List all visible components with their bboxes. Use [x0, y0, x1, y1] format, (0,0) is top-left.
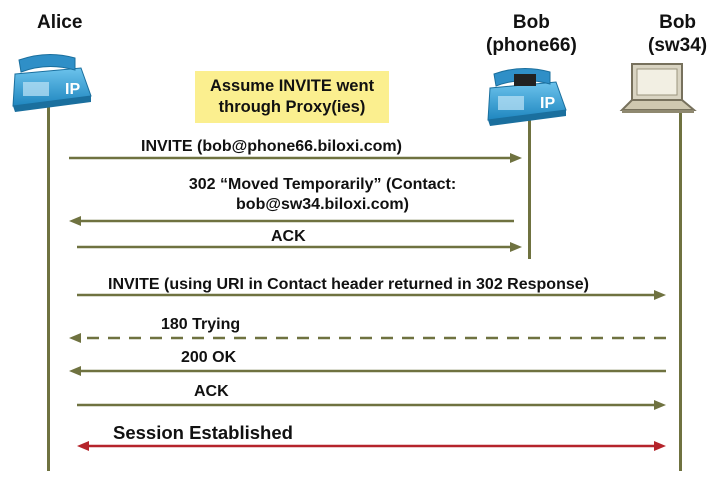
bob-sw-label: Bob (sw34): [648, 11, 707, 57]
proxy-note-line2: through Proxy(ies): [218, 98, 366, 116]
msg-180-trying: 180 Trying: [161, 316, 241, 333]
msg-invite-2: INVITE (using URI in Contact header retu…: [108, 276, 589, 293]
msg-302-line1: 302 “Moved Temporarily” (Contact:: [188, 176, 457, 193]
lifeline-bob-phone: [528, 118, 531, 259]
arrow-invite-2: [77, 290, 666, 300]
bob-phone-name: Bob: [512, 12, 550, 33]
bob-sw-name: Bob: [659, 12, 697, 33]
arrow-ack-2: [77, 400, 666, 410]
msg-invite-1: INVITE (bob@phone66.biloxi.com): [141, 138, 402, 155]
arrow-session-established: [77, 441, 666, 451]
proxy-note: Assume INVITE went through Proxy(ies): [195, 71, 389, 123]
lifeline-alice: [47, 104, 50, 471]
msg-session-established: Session Established: [113, 422, 293, 443]
bob-phone-subname: (phone66): [486, 35, 577, 56]
msg-302-moved: 302 “Moved Temporarily” (Contact: bob@sw…: [160, 175, 485, 215]
arrow-302-moved: [69, 216, 514, 226]
arrow-200-ok: [69, 366, 666, 376]
msg-302-line2: bob@sw34.biloxi.com): [236, 196, 409, 213]
msg-ack-1: ACK: [271, 228, 306, 245]
alice-phone-text: IP: [65, 81, 80, 98]
alice-label: Alice: [37, 11, 82, 34]
arrow-invite-1: [69, 153, 522, 163]
bob-phone-icon: IP: [487, 68, 567, 126]
bob-phone-label: Bob (phone66): [486, 11, 577, 57]
lifeline-bob-sw: [679, 113, 682, 471]
msg-200-ok: 200 OK: [181, 349, 237, 366]
arrow-180-trying: [69, 333, 666, 343]
bob-phone-text: IP: [540, 95, 555, 112]
laptop-icon: [619, 63, 697, 113]
alice-phone-icon: IP: [12, 54, 92, 112]
msg-ack-2: ACK: [194, 383, 229, 400]
arrow-ack-1: [77, 242, 522, 252]
proxy-note-line1: Assume INVITE went: [209, 77, 375, 95]
alice-name: Alice: [37, 12, 83, 33]
bob-sw-subname: (sw34): [648, 35, 708, 56]
